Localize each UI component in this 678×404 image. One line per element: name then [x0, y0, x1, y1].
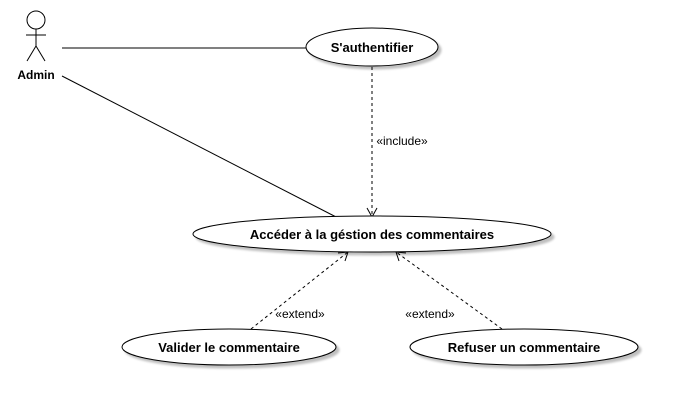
actor-label: Admin [17, 68, 54, 82]
extend-label-refuse: «extend» [405, 307, 455, 321]
extend-label-validate: «extend» [275, 307, 325, 321]
use-case-label: Refuser un commentaire [448, 340, 600, 355]
use-case-label: S'authentifier [331, 40, 414, 55]
use-case-label: Accéder à la géstion des commentaires [250, 227, 494, 242]
use-case-validate-comment[interactable]: Valider le commentaire [121, 328, 337, 366]
extend-relation-validate: «extend» [250, 251, 349, 330]
association-admin-manage [61, 75, 341, 220]
extend-relation-refuse: «extend» [395, 251, 503, 330]
include-label: «include» [376, 134, 428, 148]
use-case-label: Valider le commentaire [158, 340, 300, 355]
actor-admin[interactable]: Admin [17, 10, 55, 82]
stick-figure-icon [26, 10, 46, 62]
use-case-refuse-comment[interactable]: Refuser un commentaire [409, 328, 639, 366]
use-case-authenticate[interactable]: S'authentifier [305, 27, 439, 67]
use-case-manage-comments[interactable]: Accéder à la géstion des commentaires [192, 215, 552, 253]
include-relation: «include» [366, 67, 428, 219]
